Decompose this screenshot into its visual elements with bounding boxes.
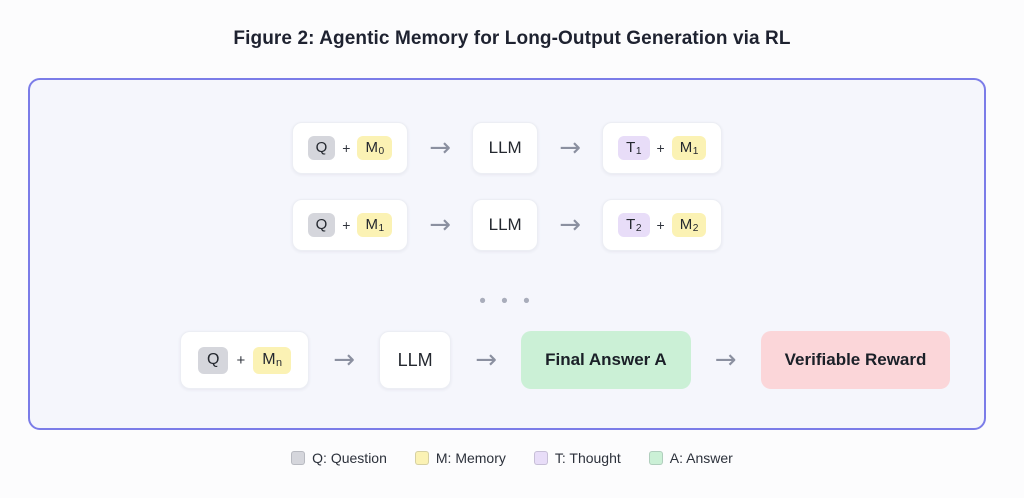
arrow-icon: →: [559, 133, 582, 163]
legend-swatch-icon: [291, 451, 306, 465]
legend: Q: Question M: Memory T: Thought A: Answ…: [0, 450, 1024, 466]
legend-item-thought: T: Thought: [533, 450, 621, 466]
question-token: Q: [198, 346, 229, 374]
plus-sign: +: [236, 351, 246, 369]
final-answer-node: Final Answer A: [521, 331, 691, 389]
question-token: Q: [307, 136, 336, 160]
llm-node-row-1: LLM: [472, 122, 539, 174]
legend-swatch-icon: [533, 451, 548, 465]
legend-swatch-icon: [648, 451, 663, 465]
question-token: Q: [307, 213, 336, 237]
arrow-icon: →: [559, 210, 582, 240]
arrow-icon: →: [429, 133, 452, 163]
legend-label: Q: Question: [312, 450, 387, 466]
legend-label: T: Thought: [554, 450, 621, 466]
plus-sign: +: [656, 140, 665, 156]
legend-item-memory: M: Memory: [414, 450, 506, 466]
page-title: Figure 2: Agentic Memory for Long-Output…: [233, 28, 791, 49]
legend-swatch-icon: [414, 451, 429, 465]
plus-sign: +: [342, 217, 351, 233]
llm-node-final: LLM: [379, 331, 452, 389]
plus-sign: +: [656, 217, 665, 233]
llm-node-row-2: LLM: [472, 199, 539, 251]
legend-item-question: Q: Question: [291, 450, 387, 466]
legend-item-answer: A: Answer: [648, 450, 733, 466]
legend-label: M: Memory: [435, 450, 506, 466]
arrow-icon: →: [714, 345, 737, 375]
arrow-icon: →: [333, 345, 355, 375]
verifiable-reward-node: Verifiable Reward: [760, 331, 951, 389]
legend-label: A: Answer: [669, 450, 733, 466]
arrow-icon: →: [429, 210, 452, 240]
arrow-icon: →: [475, 345, 497, 375]
ellipsis-indicator: • • •: [479, 291, 535, 312]
plus-sign: +: [342, 140, 351, 156]
